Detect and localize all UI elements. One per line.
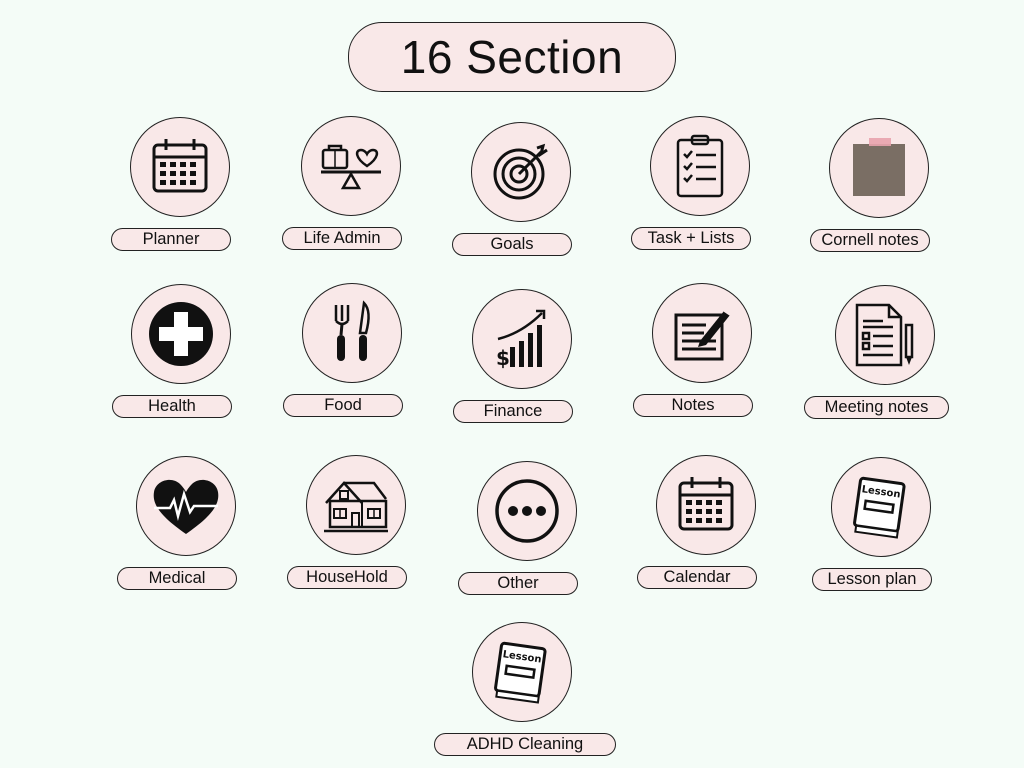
section-finance[interactable]: $ Finance: [453, 289, 593, 429]
section-label: Life Admin: [282, 227, 402, 250]
calendar-icon: [152, 139, 208, 193]
calendar-icon-circle: [656, 455, 756, 555]
fork-knife-icon: [334, 300, 370, 361]
section-label: Medical: [117, 567, 237, 590]
section-label: Planner: [111, 228, 231, 251]
lesson-book-icon: Lesson: [494, 641, 547, 704]
adhd-cleaning-icon-circle: Lesson: [472, 622, 572, 722]
food-icon-circle: [302, 283, 402, 383]
more-dots-icon: [495, 479, 559, 543]
section-label: Cornell notes: [810, 229, 930, 252]
section-label: Task + Lists: [631, 227, 751, 250]
notepad-pencil-icon: [674, 310, 731, 361]
life-admin-icon-circle: [301, 116, 401, 216]
svg-text:$: $: [496, 346, 510, 370]
section-label: ADHD Cleaning: [434, 733, 616, 756]
page-title: 16 Section: [348, 22, 676, 92]
other-icon-circle: [477, 461, 577, 561]
goals-icon-circle: [471, 122, 571, 222]
sticky-note-icon: [853, 138, 905, 196]
section-health[interactable]: Health: [112, 284, 252, 424]
section-task-lists[interactable]: Task + Lists: [631, 116, 771, 256]
document-pencil-icon: [855, 303, 914, 367]
household-icon-circle: [306, 455, 406, 555]
target-icon: [493, 143, 548, 200]
book-text: Lesson: [502, 649, 542, 665]
section-meeting-notes[interactable]: Meeting notes: [804, 285, 956, 425]
section-notes[interactable]: Notes: [633, 283, 773, 423]
section-label: Finance: [453, 400, 573, 423]
section-label: Goals: [452, 233, 572, 256]
growth-chart-icon: $: [496, 309, 546, 370]
task-lists-icon-circle: [650, 116, 750, 216]
section-label: Meeting notes: [804, 396, 949, 419]
lesson-plan-icon-circle: Lesson: [831, 457, 931, 557]
book-text: Lesson: [861, 484, 901, 500]
checklist-clipboard-icon: [676, 134, 724, 198]
section-calendar[interactable]: Calendar: [637, 455, 777, 595]
section-planner[interactable]: Planner: [111, 117, 251, 257]
section-label: Other: [458, 572, 578, 595]
section-label: Calendar: [637, 566, 757, 589]
health-icon-circle: [131, 284, 231, 384]
planner-icon-circle: [130, 117, 230, 217]
section-other[interactable]: Other: [458, 461, 598, 601]
lesson-book-icon: Lesson: [853, 476, 906, 539]
section-cornell-notes[interactable]: Cornell notes: [810, 118, 950, 258]
section-medical[interactable]: Medical: [117, 456, 257, 596]
section-label: HouseHold: [287, 566, 407, 589]
section-label: Food: [283, 394, 403, 417]
house-icon: [324, 481, 388, 533]
section-label: Notes: [633, 394, 753, 417]
section-lesson-plan[interactable]: Lesson Lesson plan: [812, 457, 952, 597]
calendar-icon: [678, 477, 734, 531]
section-goals[interactable]: Goals: [452, 122, 592, 262]
briefcase-heart-scale-icon: [321, 144, 381, 190]
notes-icon-circle: [652, 283, 752, 383]
finance-icon-circle: $: [472, 289, 572, 389]
section-food[interactable]: Food: [283, 283, 423, 423]
section-life-admin[interactable]: Life Admin: [282, 116, 422, 256]
section-adhd-cleaning[interactable]: Lesson ADHD Cleaning: [434, 622, 616, 762]
cornell-notes-icon-circle: [829, 118, 929, 218]
meeting-notes-icon-circle: [835, 285, 935, 385]
section-label: Health: [112, 395, 232, 418]
medical-cross-icon: [149, 302, 213, 366]
medical-icon-circle: [136, 456, 236, 556]
section-household[interactable]: HouseHold: [287, 455, 427, 595]
heartbeat-icon: [153, 479, 219, 534]
section-label: Lesson plan: [812, 568, 932, 591]
